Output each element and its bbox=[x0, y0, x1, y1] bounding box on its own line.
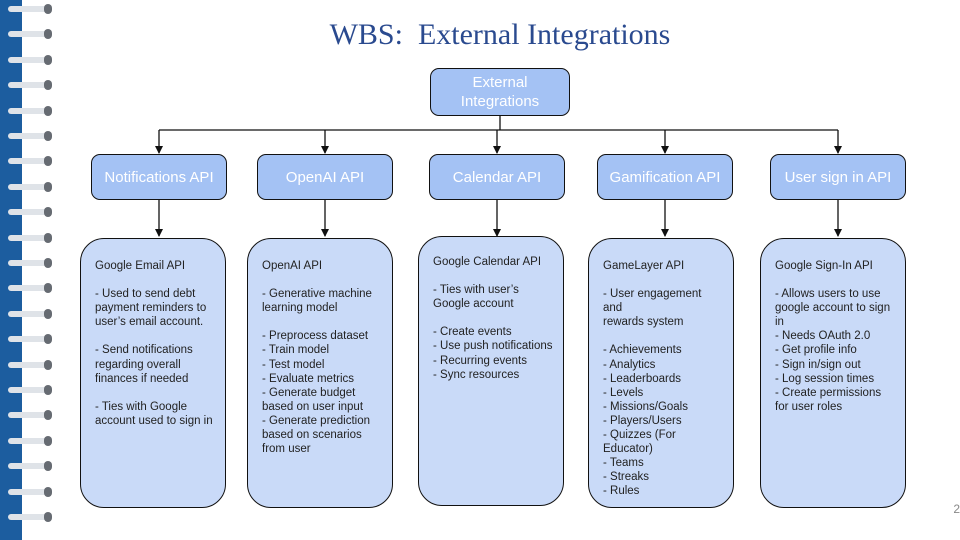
detail-line: - Create permissions bbox=[775, 386, 882, 399]
root-label-line-2: Integrations bbox=[460, 93, 540, 110]
detail-line: - Used to send debt bbox=[95, 288, 196, 301]
detail-line: regarding overall bbox=[95, 358, 181, 371]
category-node-user-sign-in: User sign in API bbox=[770, 154, 906, 200]
detail-line: for user roles bbox=[775, 400, 843, 413]
binding-ring bbox=[8, 207, 52, 218]
detail-line bbox=[433, 311, 553, 325]
detail-line: - Needs OAuth 2.0 bbox=[775, 330, 871, 343]
detail-line: - Ties with Google bbox=[95, 400, 188, 413]
detail-line bbox=[603, 329, 723, 343]
detail-line: Google account bbox=[433, 298, 514, 311]
detail-line: - Rules bbox=[603, 485, 640, 498]
detail-line: - User engagement and bbox=[603, 288, 702, 315]
detail-line: - Create events bbox=[433, 326, 512, 339]
binding-ring bbox=[8, 131, 52, 141]
detail-line: - Evaluate metrics bbox=[262, 372, 355, 385]
binding-ring bbox=[8, 308, 52, 319]
binding-ring bbox=[8, 410, 52, 421]
binding-ring bbox=[8, 486, 52, 497]
binding-ring bbox=[8, 461, 52, 472]
detail-line: - Leaderboards bbox=[603, 372, 681, 385]
page-number: 2 bbox=[953, 502, 960, 516]
detail-line: - Missions/Goals bbox=[603, 400, 688, 413]
root-node: External Integrations bbox=[430, 68, 570, 116]
detail-line: - Quizzes (For bbox=[603, 429, 676, 442]
detail-line bbox=[262, 315, 382, 329]
binding-ring bbox=[8, 54, 52, 65]
detail-line: - Generate budget bbox=[262, 386, 356, 399]
binding-ring bbox=[8, 385, 52, 395]
detail-line: based on scenarios bbox=[262, 429, 362, 442]
root-label-line-1: External bbox=[472, 74, 528, 91]
detail-line: - Streaks bbox=[603, 471, 650, 484]
detail-line: - Test model bbox=[262, 358, 325, 371]
detail-line: - Use push notifications bbox=[433, 340, 553, 353]
binding-ring bbox=[8, 334, 52, 345]
detail-line: google account to sign bbox=[775, 302, 891, 315]
detail-line: - Players/Users bbox=[603, 414, 682, 427]
detail-line: account used to sign in bbox=[95, 414, 213, 427]
binding-ring bbox=[8, 258, 52, 268]
detail-line: - Levels bbox=[603, 386, 644, 399]
binding-ring bbox=[8, 435, 52, 446]
detail-line: from user bbox=[262, 443, 311, 456]
binding-ring bbox=[8, 80, 52, 91]
binding-ring bbox=[8, 232, 52, 243]
category-node-openai: OpenAI API bbox=[257, 154, 393, 200]
detail-line: - Generative machine bbox=[262, 288, 372, 301]
detail-line: - Achievements bbox=[603, 344, 682, 357]
detail-line bbox=[95, 386, 215, 400]
binding-ring bbox=[8, 4, 52, 14]
detail-title: OpenAI API bbox=[262, 260, 323, 272]
binding-ring bbox=[8, 283, 52, 294]
detail-title: Google Sign-In API bbox=[775, 260, 873, 272]
detail-line: finances if needed bbox=[95, 372, 189, 385]
detail-line: payment reminders to bbox=[95, 302, 207, 315]
detail-line: user’s email account. bbox=[95, 316, 204, 329]
detail-line: - Preprocess dataset bbox=[262, 330, 369, 343]
detail-line: - Get profile info bbox=[775, 344, 857, 357]
detail-line: - Send notifications bbox=[95, 344, 193, 357]
category-node-notifications: Notifications API bbox=[91, 154, 227, 200]
detail-line: - Ties with user’s bbox=[433, 284, 519, 297]
binding-ring bbox=[8, 105, 52, 116]
category-node-calendar: Calendar API bbox=[429, 154, 565, 200]
slide-title: WBS: External Integrations bbox=[329, 18, 671, 51]
detail-line: rewards system bbox=[603, 316, 684, 329]
detail-box-user-sign-in: Google Sign-In API - Allows users to use… bbox=[760, 238, 906, 508]
binding-ring bbox=[8, 181, 52, 192]
detail-line: - Sync resources bbox=[433, 368, 520, 381]
detail-line: - Train model bbox=[262, 344, 330, 357]
detail-line: - Log session times bbox=[775, 372, 875, 385]
binding-ring bbox=[8, 512, 52, 522]
detail-line: - Teams bbox=[603, 457, 644, 470]
detail-line: in bbox=[775, 316, 784, 329]
detail-line: - Allows users to use bbox=[775, 288, 881, 301]
detail-line: - Recurring events bbox=[433, 354, 527, 367]
detail-line: - Generate prediction bbox=[262, 414, 371, 427]
detail-line: Educator) bbox=[603, 443, 653, 456]
binding-ring bbox=[8, 359, 52, 370]
detail-line: - Analytics bbox=[603, 358, 656, 371]
detail-line: - Sign in/sign out bbox=[775, 358, 861, 371]
detail-title: GameLayer API bbox=[603, 260, 685, 272]
binding-ring bbox=[8, 156, 52, 167]
detail-title: Google Email API bbox=[95, 260, 186, 272]
detail-line: learning model bbox=[262, 302, 338, 315]
category-node-gamification: Gamification API bbox=[597, 154, 733, 200]
binding-ring bbox=[8, 29, 52, 40]
detail-title: Google Calendar API bbox=[433, 256, 542, 268]
detail-line: based on user input bbox=[262, 400, 364, 413]
detail-line bbox=[95, 329, 215, 343]
notebook-binding bbox=[0, 0, 58, 540]
